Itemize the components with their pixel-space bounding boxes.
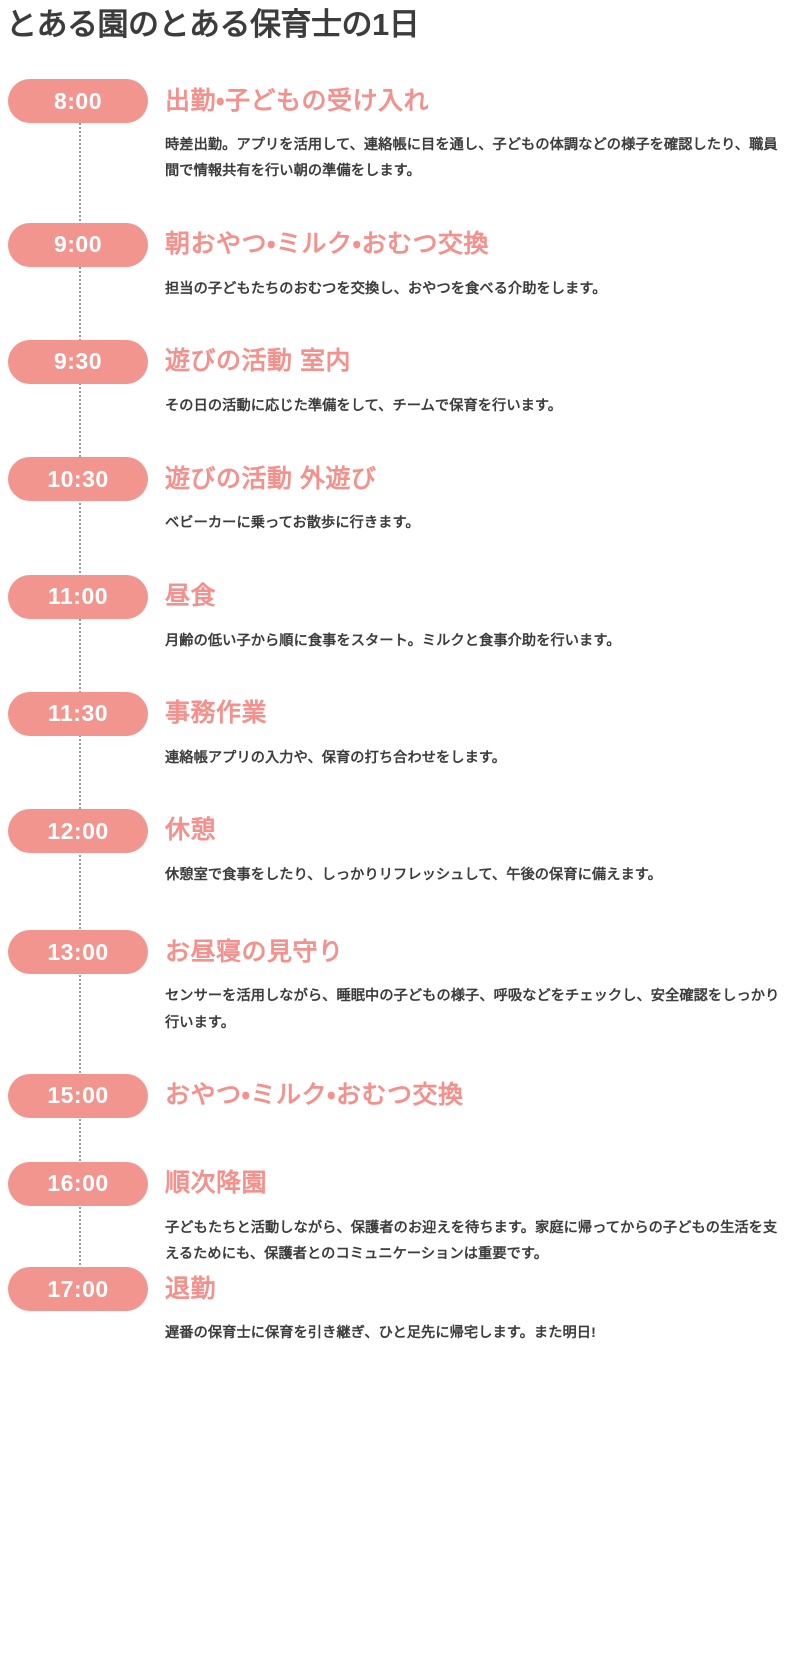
timeline-entry-heading: 事務作業 [165, 699, 268, 728]
timeline-entry-header: 9:00 朝おやつ・ミルク・おむつ交換 [0, 222, 792, 267]
time-badge: 11:30 [8, 691, 148, 736]
timeline-entry-description: 時差出勤。アプリを活用して、連絡帳に目を通し、子どもの体調などの様子を確認したり… [165, 137, 778, 180]
time-badge: 17:00 [8, 1267, 148, 1312]
timeline-entry-heading: お昼寝の見守り [165, 937, 344, 966]
timeline-entry: 15:00 おやつ・ミルク・おむつ交換 [0, 1073, 792, 1162]
time-badge: 12:00 [8, 809, 148, 854]
timeline-entry-header: 8:00 出勤・子どもの受け入れ [0, 79, 792, 124]
timeline-entry-header: 9:30 遊びの活動 室内 [0, 339, 792, 384]
timeline-entry-header: 10:30 遊びの活動 外遊び [0, 457, 792, 502]
timeline-entry: 8:00 出勤・子どもの受け入れ時差出勤。アプリを活用して、連絡帳に目を通し、子ど… [0, 79, 792, 223]
timeline-entry-heading: 遊びの活動 外遊び [165, 464, 377, 493]
timeline-entry-description: 遅番の保育士に保育を引き継ぎ、ひと足先に帰宅します。また明日! [165, 1325, 596, 1342]
timeline-entry-heading: 朝おやつ・ミルク・おむつ交換 [165, 230, 490, 259]
timeline-entry-header: 11:30 事務作業 [0, 691, 792, 736]
time-badge: 9:30 [8, 339, 148, 384]
timeline-entry: 17:00 退勤遅番の保育士に保育を引き継ぎ、ひと足先に帰宅します。また明日! [0, 1267, 792, 1380]
timeline-entry-description: 担当の子どもたちのおむつを交換し、おやつを食べる介助をします。 [165, 280, 607, 297]
timeline-entry-description: 子どもたちと活動しながら、保護者のお迎えを待ちます。家庭に帰ってからの子どもの生… [165, 1219, 778, 1263]
timeline-entry: 11:00 昼食月齢の低い子から順に食事をスタート。ミルクと食事介助を行います。 [0, 574, 792, 692]
timeline-entry-description: 休憩室で食事をしたり、しっかりリフレッシュして、午後の保育に備えます。 [165, 867, 662, 884]
timeline-entry-heading: 順次降園 [165, 1169, 268, 1198]
timeline-entry-heading: 出勤・子どもの受け入れ [165, 86, 430, 115]
time-badge: 15:00 [8, 1073, 148, 1118]
timeline-entry-header: 11:00 昼食 [0, 574, 792, 619]
timeline: 8:00 出勤・子どもの受け入れ時差出勤。アプリを活用して、連絡帳に目を通し、子ど… [0, 79, 792, 1380]
timeline-entry-header: 17:00 退勤 [0, 1267, 792, 1312]
timeline-entry-heading: 遊びの活動 室内 [165, 347, 351, 376]
time-badge: 11:00 [8, 574, 148, 619]
timeline-entry: 12:00 休憩休憩室で食事をしたり、しっかりリフレッシュして、午後の保育に備え… [0, 809, 792, 930]
timeline-entry-heading: おやつ・ミルク・おむつ交換 [165, 1081, 464, 1110]
timeline-entry: 9:30 遊びの活動 室内その日の活動に応じた準備をして、チームで保育を行います。 [0, 339, 792, 457]
timeline-entry-heading: 昼食 [165, 581, 217, 610]
timeline-entry-description: センサーを活用しながら、睡眠中の子どもの様子、呼吸などをチェックし、安全確認をし… [165, 988, 780, 1031]
time-badge: 16:00 [8, 1161, 148, 1206]
timeline-entry-description: 月齢の低い子から順に食事をスタート。ミルクと食事介助を行います。 [165, 632, 621, 649]
timeline-entry: 11:30 事務作業連絡帳アプリの入力や、保育の打ち合わせをします。 [0, 691, 792, 809]
timeline-entry: 13:00 お昼寝の見守りセンサーを活用しながら、睡眠中の子どもの様子、呼吸などを… [0, 930, 792, 1074]
timeline-entry-header: 16:00 順次降園 [0, 1161, 792, 1206]
timeline-entry: 9:00 朝おやつ・ミルク・おむつ交換担当の子どもたちのおむつを交換し、おやつを食… [0, 222, 792, 340]
time-badge: 9:00 [8, 222, 148, 267]
timeline-entry: 16:00 順次降園子どもたちと活動しながら、保護者のお迎えを待ちます。家庭に帰っ… [0, 1161, 792, 1268]
time-badge: 8:00 [8, 79, 148, 124]
timeline-entry: 10:30 遊びの活動 外遊びベビーカーに乗ってお散歩に行きます。 [0, 457, 792, 574]
time-badge: 13:00 [8, 930, 148, 975]
timeline-entry-description: 連絡帳アプリの入力や、保育の打ち合わせをします。 [165, 749, 507, 766]
timeline-entry-heading: 退勤 [165, 1274, 217, 1303]
timeline-entry-description: ベビーカーに乗ってお散歩に行きます。 [165, 515, 420, 532]
timeline-entry-header: 12:00 休憩 [0, 809, 792, 854]
timeline-entry-header: 13:00 お昼寝の見守り [0, 930, 792, 975]
timeline-entry-description: その日の活動に応じた準備をして、チームで保育を行います。 [165, 397, 563, 414]
timeline-spine-dotted-line [79, 79, 81, 1290]
time-badge: 10:30 [8, 457, 148, 502]
page-title: とある園のとある保育士の1日 [6, 7, 420, 42]
timeline-entry-header: 15:00 おやつ・ミルク・おむつ交換 [0, 1073, 792, 1118]
timeline-entry-heading: 休憩 [165, 816, 217, 845]
